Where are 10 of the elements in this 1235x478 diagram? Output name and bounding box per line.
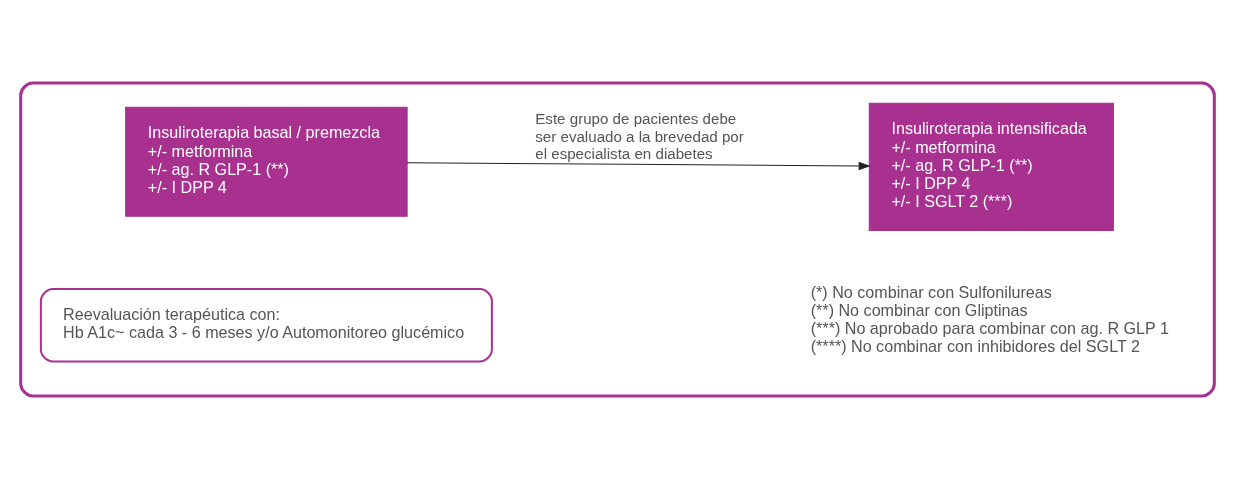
node-box: Insuliroterapia basal / premezcla +/- metformina +/- ag. R GLP-1 (**) +/- I DPP 4 <box>125 106 408 217</box>
label: (*) No combinar con Sulfonilureas <box>810 282 1052 301</box>
label: (****) No combinar con inhibidores del SGLT 2 <box>810 336 1140 355</box>
label: (**) No combinar con Gliptinas <box>810 300 1028 319</box>
arrow <box>406 161 871 170</box>
node-box: Insuliroterapia intensificada +/- metformina +/- ag. R GLP-1 (**) +/- I DPP 4 +/- I SGLT 2 (***) <box>868 102 1114 231</box>
edge-label: Este grupo de pacientes debe ser evaluado a la brevedad por el especialista en diabetes <box>535 109 744 162</box>
label: (***) No aprobado para combinar con ag. R GLP 1 <box>810 318 1169 337</box>
cluster <box>19 81 1216 397</box>
node-box: Reevaluación terapéutica con: Hb A1c~ cada 3 - 6 meses y/o Automonitoreo glucémico <box>39 287 493 363</box>
